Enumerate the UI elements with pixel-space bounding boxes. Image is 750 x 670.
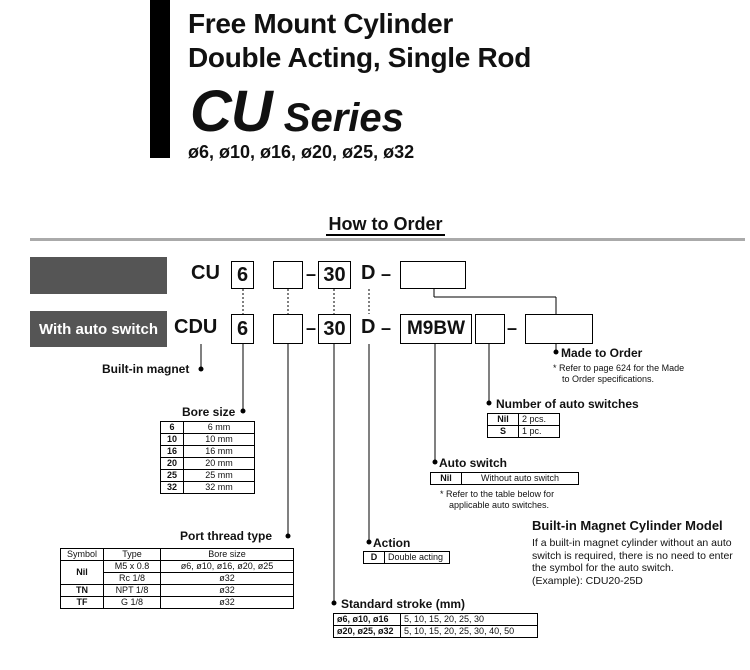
section-rule (30, 238, 745, 241)
made-to-order-note-1: * Refer to page 624 for the Made (553, 363, 685, 373)
section-title: How to Order (326, 214, 445, 236)
row2-prefix: CDU (174, 316, 218, 338)
bore-size-title: Bore size (182, 405, 236, 419)
title-line-2: Double Acting, Single Rod (188, 42, 532, 73)
row2-dash-2: – (381, 318, 392, 338)
built-in-magnet-label: Built-in magnet (102, 362, 190, 376)
auto-switch-note-2: applicable auto switches. (449, 500, 550, 510)
action-title: Action (373, 536, 411, 550)
row2-switch-box: M9BW (400, 314, 472, 344)
auto-switch-note-1: * Refer to the table below for (440, 489, 555, 499)
row1-prefix: CU (191, 262, 220, 284)
table-header-row: Symbol Type Bore size (60, 548, 294, 561)
row1-stroke-box: 30 (318, 261, 351, 289)
table-row: TF G 1/8 ø32 (60, 596, 294, 609)
row1-dash-1: – (306, 264, 317, 284)
magnet-model-example: (Example): CDU20-25D (532, 574, 643, 587)
row1-action: D (361, 262, 376, 284)
title-black-bar (150, 0, 170, 158)
row1-mto-box (400, 261, 466, 289)
row2-bore-box: 6 (231, 314, 254, 344)
table-row: Rc 1/8 ø32 (61, 572, 294, 585)
row2-action: D (361, 316, 376, 338)
row2-num-switch-box (475, 314, 505, 344)
magnet-model-title: Built-in Magnet Cylinder Model (532, 518, 723, 533)
bore-list: ø6, ø10, ø16, ø20, ø25, ø32 (188, 142, 415, 162)
series-word: Series (283, 96, 404, 140)
series-code: CU (190, 79, 273, 144)
port-thread-title: Port thread type (180, 529, 273, 543)
with-auto-switch-label: With auto switch (30, 311, 167, 347)
magnet-model-text: If a built-in magnet cylinder without an… (532, 537, 733, 574)
row2-mto-box (525, 314, 593, 344)
row2-thread-box (273, 314, 303, 344)
table-row: Nil M5 x 0.8 ø6, ø10, ø16, ø20, ø25 (60, 560, 294, 585)
magnet-model-body: If a built-in magnet cylinder without an… (532, 537, 747, 587)
row2-dash-3: – (507, 318, 518, 338)
port-thread-table: Symbol Type Bore size Nil M5 x 0.8 ø6, ø… (60, 548, 294, 609)
row1-dash-2: – (381, 264, 392, 284)
title-line-1: Free Mount Cylinder (188, 8, 453, 39)
made-to-order-title: Made to Order (561, 346, 643, 360)
made-to-order-note-2: to Order specifications. (562, 374, 655, 384)
num-switches-title: Number of auto switches (496, 397, 639, 411)
stroke-title: Standard stroke (mm) (341, 597, 466, 611)
row1-label-box (30, 257, 167, 294)
row2-dash-1: – (306, 318, 317, 338)
auto-switch-title: Auto switch (439, 456, 507, 470)
row1-bore-box: 6 (231, 261, 254, 289)
row1-thread-box (273, 261, 303, 289)
table-row: TN NPT 1/8 ø32 (60, 584, 294, 597)
row2-stroke-box: 30 (318, 314, 351, 344)
